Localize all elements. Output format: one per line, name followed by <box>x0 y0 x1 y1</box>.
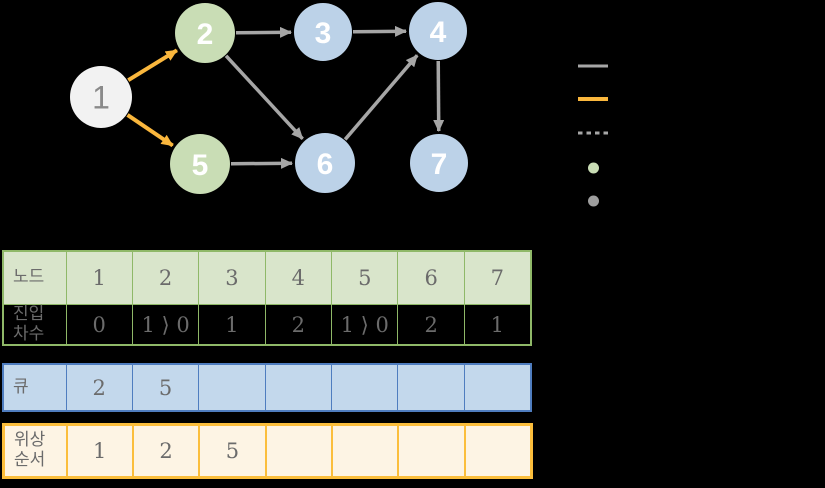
edge-4-to-7-arrow <box>433 60 445 133</box>
graph-node-4-circle <box>409 2 467 60</box>
node-table-row-label: 노드 <box>2 250 67 305</box>
order-table-cell-5 <box>331 423 400 479</box>
node-table-cell-1: 1 <box>65 250 133 305</box>
graph-node-6-circle <box>295 133 355 193</box>
graph-node-3-circle <box>294 3 352 61</box>
node-table-cell-7: 1 <box>463 304 532 346</box>
graph-node-2-label: 2 <box>197 18 214 51</box>
gray-dot-key <box>588 195 599 207</box>
node-table-cell-4: 2 <box>264 304 333 346</box>
node-table-cell-2: 2 <box>131 250 200 305</box>
node-table-cell-3: 1 <box>198 304 266 346</box>
graph-node-7-circle <box>410 134 468 192</box>
queue-table-cell-6 <box>397 363 465 412</box>
graph-node-6: 6 <box>295 133 355 193</box>
node-table-cell-5: 1 ⟩ 0 <box>331 304 399 346</box>
edge-1-to-2-arrow <box>127 48 178 82</box>
queue-table-cell-7 <box>463 363 532 412</box>
graph-node-2: 2 <box>175 3 235 63</box>
order-table-cell-2: 2 <box>131 423 201 479</box>
queue-table-cell-5 <box>331 363 399 412</box>
graph-node-7-label: 7 <box>431 148 448 181</box>
node-table-cell-4: 4 <box>264 250 333 305</box>
order-table-cell-7 <box>463 423 533 479</box>
node-table-cell-3: 3 <box>198 250 266 305</box>
green-dot-key <box>588 162 599 174</box>
order-table-cell-6 <box>397 423 466 479</box>
graph-node-3-label: 3 <box>315 17 332 50</box>
graph-node-7: 7 <box>410 134 468 192</box>
queue-table-cell-2: 5 <box>131 363 200 412</box>
graph-node-5: 5 <box>170 134 230 194</box>
graph-node-1-label: 1 <box>92 80 110 116</box>
order-table-row-label: 위상 순서 <box>2 423 68 479</box>
graph-node-1-circle <box>70 66 132 128</box>
graph-node-4-label: 4 <box>430 16 447 49</box>
node-table-cell-7: 7 <box>463 250 532 305</box>
graph-and-legend-canvas: 1 2 3 4 5 6 7 <box>70 2 608 207</box>
node-table-cell-6: 2 <box>397 304 465 346</box>
graph-node-2-circle <box>175 3 235 63</box>
order-table-cell-4 <box>264 423 334 479</box>
queue-table-cell-3 <box>198 363 266 412</box>
edge-1-to-5-arrow <box>126 113 174 148</box>
order-table-cell-3: 5 <box>198 423 267 479</box>
graph-node-5-circle <box>170 134 230 194</box>
queue-table-cell-1: 2 <box>65 363 133 412</box>
node-table-cell-2: 1 ⟩ 0 <box>131 304 200 346</box>
queue-table-row-label: 큐 <box>2 363 67 412</box>
graph-node-4: 4 <box>409 2 467 60</box>
graph-node-3: 3 <box>294 3 352 61</box>
edge-6-to-4-arrow <box>343 54 419 141</box>
node-table-row-label: 진입 차수 <box>2 304 67 346</box>
graph-node-1: 1 <box>70 66 132 128</box>
node-table-cell-1: 0 <box>65 304 133 346</box>
graph-node-5-label: 5 <box>192 149 209 182</box>
edge-2-to-6-arrow <box>224 54 304 140</box>
node-table-cell-5: 5 <box>331 250 399 305</box>
queue-table-cell-4 <box>264 363 333 412</box>
node-table-cell-6: 6 <box>397 250 465 305</box>
order-table-cell-1: 1 <box>65 423 134 479</box>
graph-node-6-label: 6 <box>317 148 334 181</box>
